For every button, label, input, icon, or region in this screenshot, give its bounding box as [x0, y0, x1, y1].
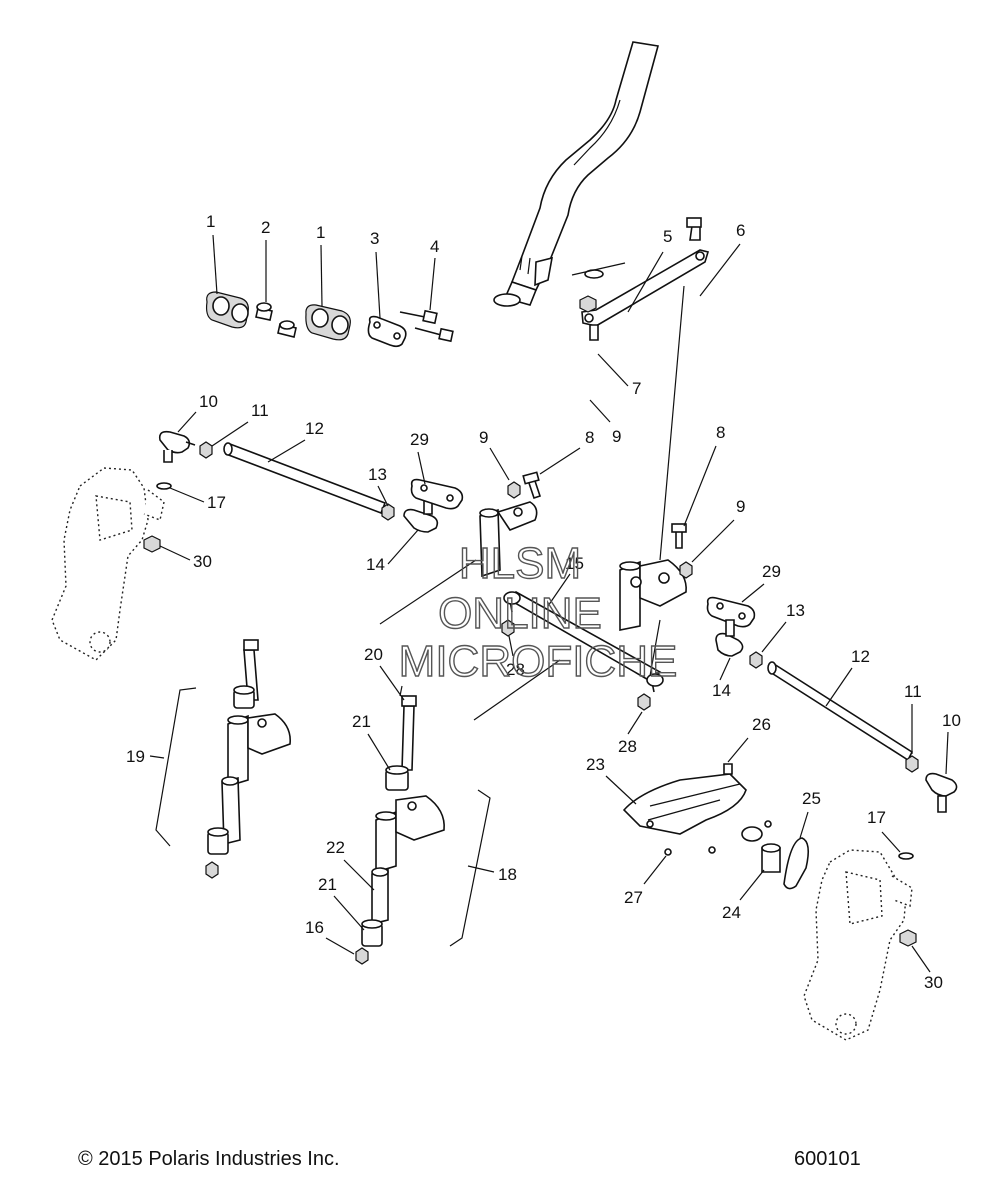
nut-9-upper	[579, 295, 597, 313]
flange-nut-30-left	[143, 535, 161, 553]
callout-5: 5	[663, 227, 672, 246]
callout-30-right: 30	[924, 973, 943, 992]
pivot-bracket-right	[619, 559, 687, 631]
callout-13-right: 13	[786, 601, 805, 620]
jam-nut-13-right	[749, 651, 763, 669]
callout-1b: 1	[316, 223, 325, 242]
copyright-text: © 2015 Polaris Industries Inc.	[78, 1148, 340, 1170]
spindle-right	[803, 849, 917, 1041]
watermark-line-2: ONLINE	[438, 589, 602, 638]
callout-9a: 9	[612, 427, 621, 446]
washer-17-right	[898, 852, 914, 860]
callout-10-right: 10	[942, 711, 961, 730]
upper-bracket-assembly	[571, 217, 710, 341]
callout-11-right: 11	[904, 682, 922, 701]
callout-1a: 1	[206, 212, 215, 231]
jam-nut-11-right	[905, 755, 919, 773]
flange-nut-30-right	[899, 929, 917, 947]
callout-19: 19	[126, 747, 145, 766]
callout-labels: 1 2 1 3 4 5 6 7 9 9 10 11 12 13 29 8 17 …	[126, 212, 961, 992]
callout-21a: 21	[352, 712, 371, 731]
callout-17-left: 17	[207, 493, 226, 512]
tie-rod-right	[767, 661, 914, 762]
callout-3: 3	[370, 229, 379, 248]
pivot-bracket-upper	[479, 501, 538, 578]
callout-12-right: 12	[851, 647, 870, 666]
watermark: HLSM ONLINE MICROFICHE	[398, 538, 678, 686]
tie-rod-end-10-left	[158, 430, 191, 454]
callout-30-left: 30	[193, 552, 212, 571]
callout-26: 26	[752, 715, 771, 734]
callout-8b: 8	[716, 423, 725, 442]
callout-11-left: 11	[251, 401, 269, 420]
jam-nut-13-left	[381, 503, 395, 521]
figure-number: 600101	[794, 1148, 861, 1170]
steering-column	[493, 41, 660, 307]
callout-28b: 28	[618, 737, 637, 756]
bolt-20	[401, 705, 415, 771]
callout-15: 15	[565, 554, 584, 573]
callout-28a: 28	[506, 660, 525, 679]
callout-7: 7	[632, 379, 641, 398]
callout-24: 24	[722, 903, 741, 922]
tie-rod-end-14-left	[403, 508, 439, 533]
callout-14-left: 14	[366, 555, 385, 574]
callout-12-left: 12	[305, 419, 324, 438]
callout-29-left: 29	[410, 430, 429, 449]
nut-16	[355, 947, 369, 965]
tie-rod-left	[158, 430, 439, 533]
callout-27: 27	[624, 888, 643, 907]
tie-rod-end-10-right	[925, 772, 958, 797]
nut-9-right	[679, 561, 693, 579]
watermark-line-3: MICROFICHE	[399, 637, 678, 686]
callout-25: 25	[802, 789, 821, 808]
callout-13-left: 13	[368, 465, 387, 484]
nut-28-right	[637, 693, 651, 711]
callout-20: 20	[364, 645, 383, 664]
tie-rod-end-14-right	[715, 632, 744, 657]
clamp-assembly	[205, 291, 454, 348]
callout-14-right: 14	[712, 681, 731, 700]
bracket-5	[581, 249, 710, 327]
watermark-line-1: HLSM	[459, 539, 581, 588]
bracket-23-assembly	[622, 763, 810, 890]
callout-6: 6	[736, 221, 745, 240]
plate-29-left	[410, 478, 464, 510]
jam-nut-11-left	[199, 441, 213, 459]
strap-25	[783, 837, 810, 890]
callout-10-left: 10	[199, 392, 218, 411]
washer-17-left	[156, 482, 172, 490]
callout-16: 16	[305, 918, 324, 937]
bolt-6	[689, 225, 701, 241]
nut-9-center	[507, 481, 521, 499]
callout-4: 4	[430, 237, 439, 256]
spindle-left	[51, 467, 172, 661]
callout-2: 2	[261, 218, 270, 237]
callout-23: 23	[586, 755, 605, 774]
drag-link-15	[503, 591, 664, 693]
pivot-assembly-18	[355, 695, 445, 965]
callout-21b: 21	[318, 875, 337, 894]
callout-29-right: 29	[762, 562, 781, 581]
callout-22: 22	[326, 838, 345, 857]
callout-18: 18	[498, 865, 517, 884]
callout-9c: 9	[736, 497, 745, 516]
callout-8a: 8	[585, 428, 594, 447]
callout-9b: 9	[479, 428, 488, 447]
nut-28-left	[501, 619, 515, 637]
pivot-assembly-19	[205, 639, 292, 879]
callout-17-right: 17	[867, 808, 886, 827]
plate-3	[367, 315, 407, 348]
